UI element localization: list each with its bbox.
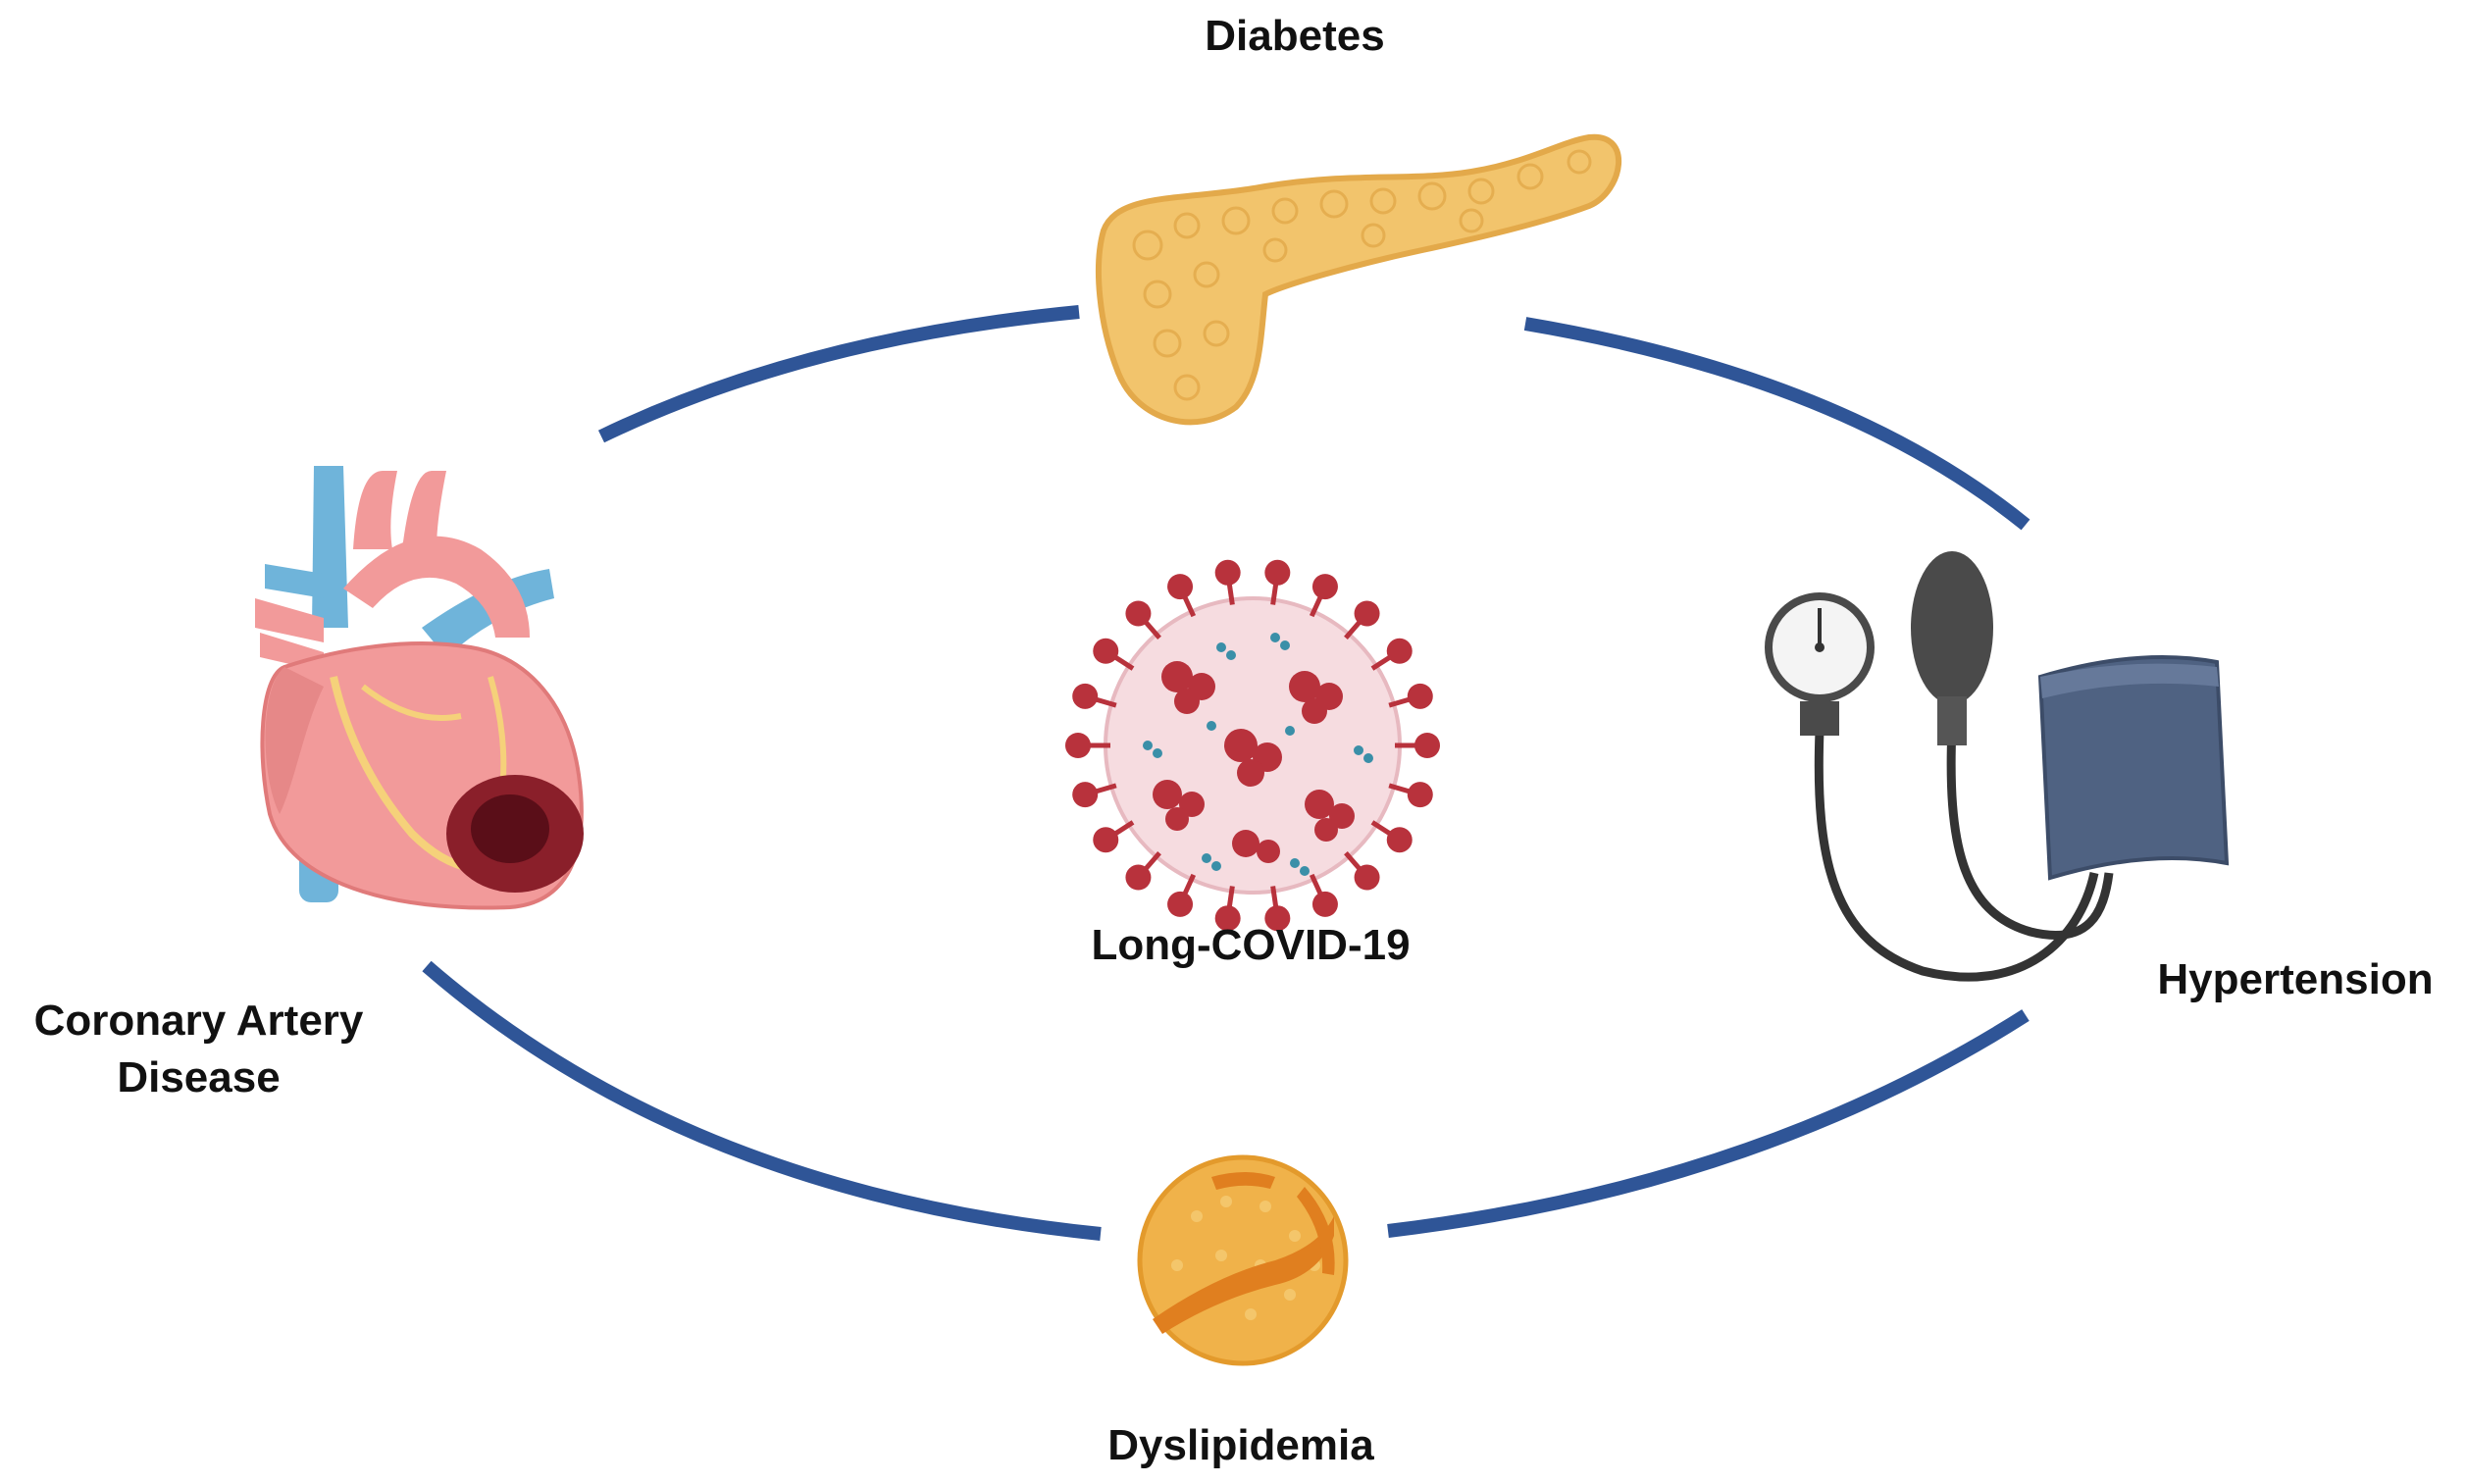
arc-top-left	[597, 305, 1080, 443]
virus-spike-head	[1264, 559, 1291, 586]
virus-spike-head	[1214, 559, 1241, 586]
virus-spike-head	[1386, 827, 1413, 853]
virus-spike-head	[1354, 600, 1380, 627]
virus-spike-head	[1072, 782, 1099, 808]
virus-spike-head	[1072, 683, 1099, 709]
virus-spike-head	[1093, 638, 1119, 664]
virus-spike-head	[1311, 574, 1338, 600]
label-coronary-line1: Coronary Artery	[33, 997, 364, 1045]
label-coronary-line2: Disease	[117, 1053, 281, 1101]
label-long-covid: Long-COVID-19	[1091, 921, 1411, 969]
heart-icon	[255, 466, 584, 910]
pancreas-icon	[1096, 133, 1622, 426]
label-diabetes: Diabetes	[1205, 12, 1385, 60]
virus-spike-head	[1407, 782, 1433, 808]
virus-spike-head	[1125, 600, 1152, 627]
virus-spike-head	[1311, 891, 1338, 917]
virus-spike-head	[1125, 864, 1152, 891]
coronavirus-icon	[1065, 559, 1440, 932]
virus-spike-head	[1167, 574, 1194, 600]
virus-spike-head	[1065, 733, 1091, 758]
arc-bottom-right	[1387, 1009, 2030, 1238]
lipoprotein-icon	[1137, 1154, 1349, 1366]
arc-bottom-left	[422, 960, 1102, 1241]
virus-spike-head	[1407, 683, 1433, 709]
virus-spike-head	[1093, 827, 1119, 853]
virus-spike-head	[1167, 891, 1194, 917]
label-coronary-artery-disease: Coronary Artery Disease	[5, 993, 392, 1106]
label-hypertension: Hypertension	[2157, 955, 2434, 1003]
cycle-ring	[422, 305, 2030, 1241]
virus-spike-head	[1386, 638, 1413, 664]
virus-spike-head	[1354, 864, 1380, 891]
virus-spike-head	[1214, 905, 1241, 932]
arc-top-right	[1523, 317, 2030, 531]
label-dyslipidemia: Dyslipidemia	[1107, 1421, 1374, 1469]
virus-spike-head	[1264, 905, 1291, 932]
blood-pressure-monitor-icon	[1765, 551, 2230, 982]
virus-spike-head	[1414, 733, 1440, 758]
